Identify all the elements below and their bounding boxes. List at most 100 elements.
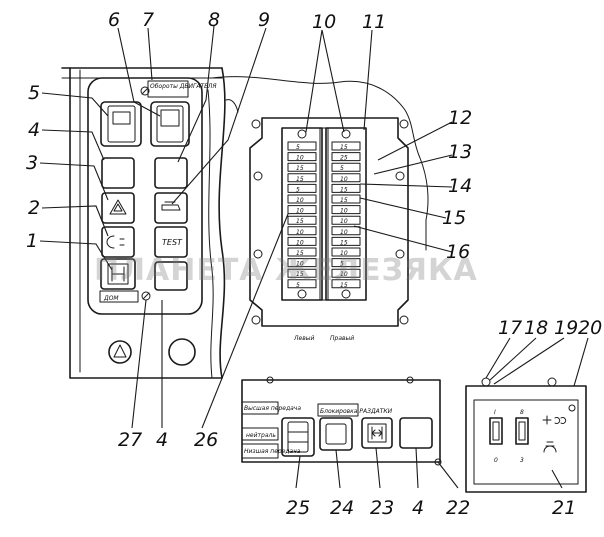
fuse-rating-right-11: 10 [340,250,348,257]
fuse-right-8 [331,215,361,225]
callout-27: 27 [118,429,142,451]
toggle-i[interactable] [489,417,503,445]
rocker-switch-5[interactable] [100,101,142,147]
callout-19: 19 [554,317,578,339]
callout-26: 26 [194,429,218,451]
fuse-rating-left-4: 15 [296,176,304,183]
button-8[interactable] [154,157,188,189]
hazard-triangle-icon [109,199,127,215]
round-opening [168,338,196,366]
fuse-right-14 [331,279,361,289]
fuse-right-13 [331,268,361,278]
callout-21: 21 [552,497,576,519]
toggle-8[interactable] [515,417,529,445]
fuse-rating-left-13: 15 [296,271,304,278]
fuse-rating-left-12: 10 [296,261,304,268]
fuse-label-left: Левый [293,335,314,342]
callout-16: 16 [446,241,470,263]
fuse-right-11 [331,247,361,257]
fuse-rating-right-14: 15 [340,282,348,289]
fuse-right-7 [331,205,361,215]
callout-13: 13 [448,141,472,163]
plate-high-gear-text: Высшая передача [244,405,301,412]
warning-lamp [108,340,132,364]
fuse-left-6 [287,194,317,204]
blank-switch-4b[interactable] [399,417,433,449]
button-2[interactable] [101,226,135,258]
fuse-left-5 [287,183,317,193]
callout-5: 5 [28,82,40,104]
fuse-right-10 [331,236,361,246]
callout-8: 8 [208,9,220,31]
blank-button[interactable] [154,261,188,291]
fuse-column-left [281,127,323,301]
engine-icon [161,201,181,211]
fuse-rating-left-5: 5 [296,186,300,193]
fuse-left-8 [287,215,317,225]
transfer-lock-button[interactable] [361,417,393,449]
plate-transfer-lock-text: Блокировка РАЗДАТКИ [320,408,393,415]
gear-selector-panel: Высшая передача нейтраль Низшая передача… [241,376,442,466]
hazard-button-3[interactable] [101,192,135,224]
fuse-rating-left-10: 10 [296,239,304,246]
label-3: 3 [520,457,524,464]
fuse-rating-left-7: 10 [296,208,304,215]
fuse-rating-right-10: 15 [340,239,348,246]
callout-9: 9 [258,9,270,31]
engine-rpm-plate [147,80,189,98]
light-icon [106,235,125,249]
fuse-rating-right-1: 15 [340,144,348,151]
blank-switch-4[interactable] [101,157,135,189]
fuse-left-7 [287,205,317,215]
fuse-left-4 [287,173,317,183]
fuse-rating-left-11: 15 [296,250,304,257]
callout-12: 12 [448,107,472,129]
fuse-left-11 [287,247,317,257]
callout-14: 14 [448,175,472,197]
callout-18: 18 [524,317,548,339]
panel-screw [140,86,150,96]
fuse-left-3 [287,162,317,172]
heater-icon [542,415,567,425]
fuse-right-9 [331,226,361,236]
callout-numbers: 5 4 3 2 1 6 7 8 9 10 11 12 13 14 15 16 2… [26,9,602,519]
right-switch-box: I 8 0 3 [465,377,587,493]
fuse-rating-right-12: 5 [340,261,344,268]
fuse-rating-right-8: 10 [340,218,348,225]
fuse-left-10 [287,236,317,246]
dom-plate-text: ДОМ [103,295,119,302]
label-i: I [494,409,496,416]
left-dashboard-panel: Обороты ДВИГАТЕЛЯ TEST ДОМ [61,67,226,379]
button-24[interactable] [319,417,353,451]
fuse-rating-right-9: 10 [340,229,348,236]
fuse-rating-left-3: 15 [296,165,304,172]
callout-1: 1 [26,230,38,252]
rocker-switch-6[interactable] [150,101,190,147]
gear-selector-switch[interactable] [281,417,315,457]
fuse-right-3 [331,162,361,172]
switch-1[interactable] [100,258,136,290]
plate-transfer-lock [317,403,359,417]
fuse-label-right: Правый [330,335,354,342]
diff-lock-icon [371,426,383,440]
fuse-left-2 [287,152,317,162]
fuse-right-5 [331,183,361,193]
fuse-rating-left-14: 5 [296,282,300,289]
warning-triangle-icon [113,344,127,358]
test-button[interactable] [154,226,188,258]
plate-neutral [241,427,279,441]
watermark: ПЛАНЕТА ЖЕЛЕЗЯКА [94,253,478,288]
callout-2: 2 [28,197,40,219]
callout-6: 6 [108,9,120,31]
callout-22: 22 [446,497,470,519]
callout-23: 23 [370,497,394,519]
fuse-rating-right-5: 15 [340,186,348,193]
fuse-rating-left-2: 10 [296,155,304,162]
callout-20: 20 [578,317,602,339]
fuse-left-13 [287,268,317,278]
fuse-rating-left-6: 10 [296,197,304,204]
fuse-rating-left-1: 5 [296,144,300,151]
button-9[interactable] [154,192,188,224]
callout-11: 11 [362,11,386,33]
leader-lines [39,25,589,489]
